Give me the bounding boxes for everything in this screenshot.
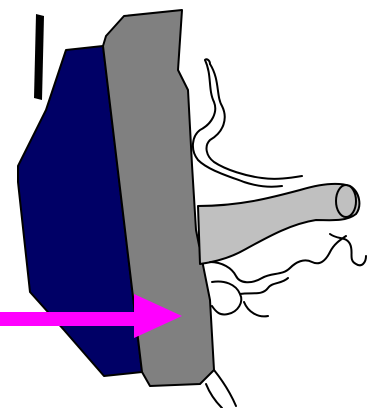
lower-lumps-3 [240, 278, 288, 294]
black-edge-bar [34, 14, 44, 100]
organ-line-drawing [193, 59, 366, 408]
tail-strand [214, 370, 236, 406]
tube [198, 184, 359, 264]
lower-lumps-2 [212, 282, 241, 315]
upper-strand-inner [207, 64, 302, 179]
tip-squiggle [330, 234, 366, 265]
upper-strand [193, 60, 282, 187]
tail-strand-2 [206, 384, 222, 408]
lower-lumps-4 [244, 302, 268, 316]
arrow-shaft [0, 312, 140, 326]
